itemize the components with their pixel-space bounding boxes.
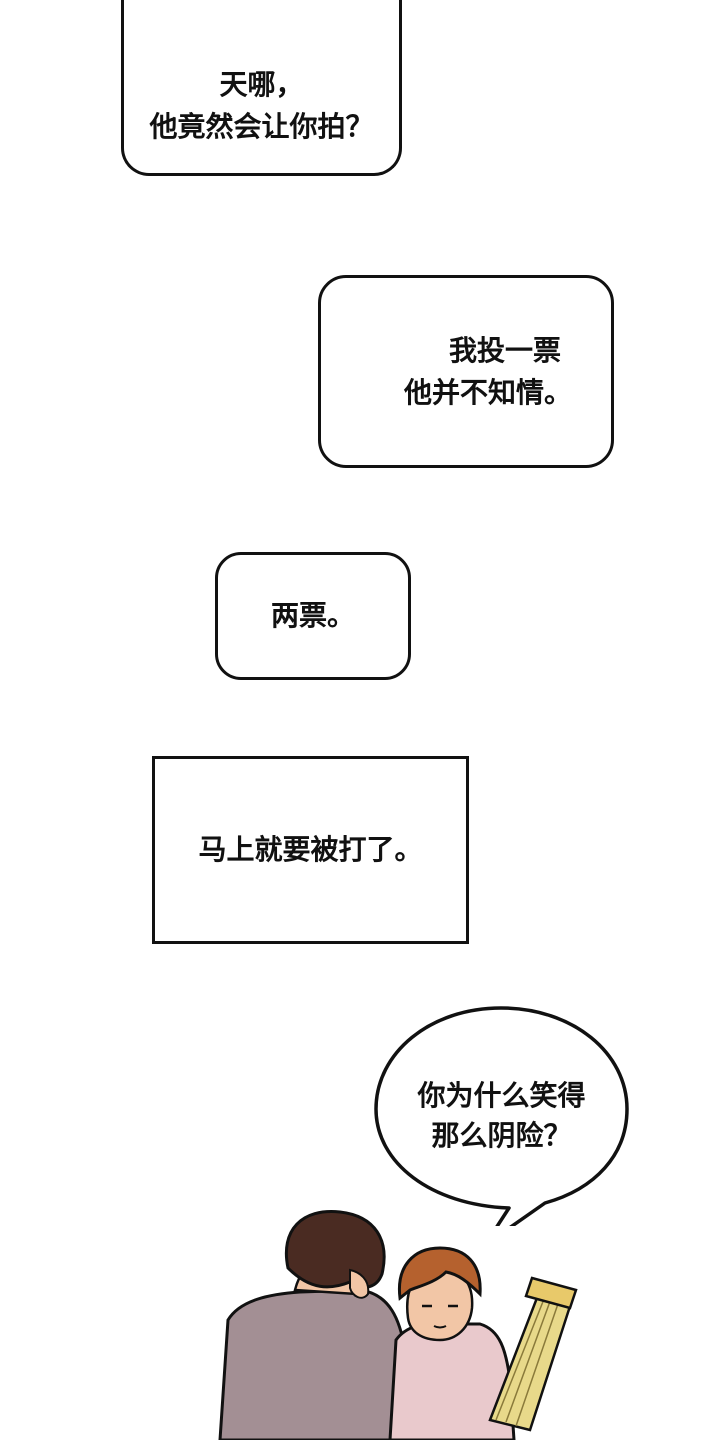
narration-box: 马上就要被打了。 xyxy=(152,756,469,944)
bubble1-line-1: 天哪， xyxy=(219,67,304,101)
speech-bubble-1: 天哪， 他竟然会让你拍？ xyxy=(121,0,402,176)
illustration-two-characters xyxy=(218,1210,578,1440)
round-bubble-line-1: 你为什么笑得 xyxy=(417,1078,586,1112)
round-bubble-line-2: 那么阴险？ xyxy=(431,1118,572,1152)
speech-bubble-2: 我投一票 他并不知情。 xyxy=(318,275,614,468)
character-young-man xyxy=(388,1246,516,1440)
bubble2-line-1: 我投一票 xyxy=(448,333,561,367)
character-back-man xyxy=(218,1210,417,1440)
round-bubble-text: 你为什么笑得 那么阴险？ xyxy=(373,1005,630,1226)
bubble2-line-2: 他并不知情。 xyxy=(403,375,572,409)
bubble3-line-1: 两票。 xyxy=(270,599,355,632)
speech-bubble-3: 两票。 xyxy=(215,552,411,680)
narration-line-1: 马上就要被打了。 xyxy=(198,833,423,866)
round-speech-bubble xyxy=(374,1006,629,1226)
held-fan-prop xyxy=(488,1276,578,1432)
bubble1-line-2: 他竟然会让你拍？ xyxy=(149,109,374,143)
